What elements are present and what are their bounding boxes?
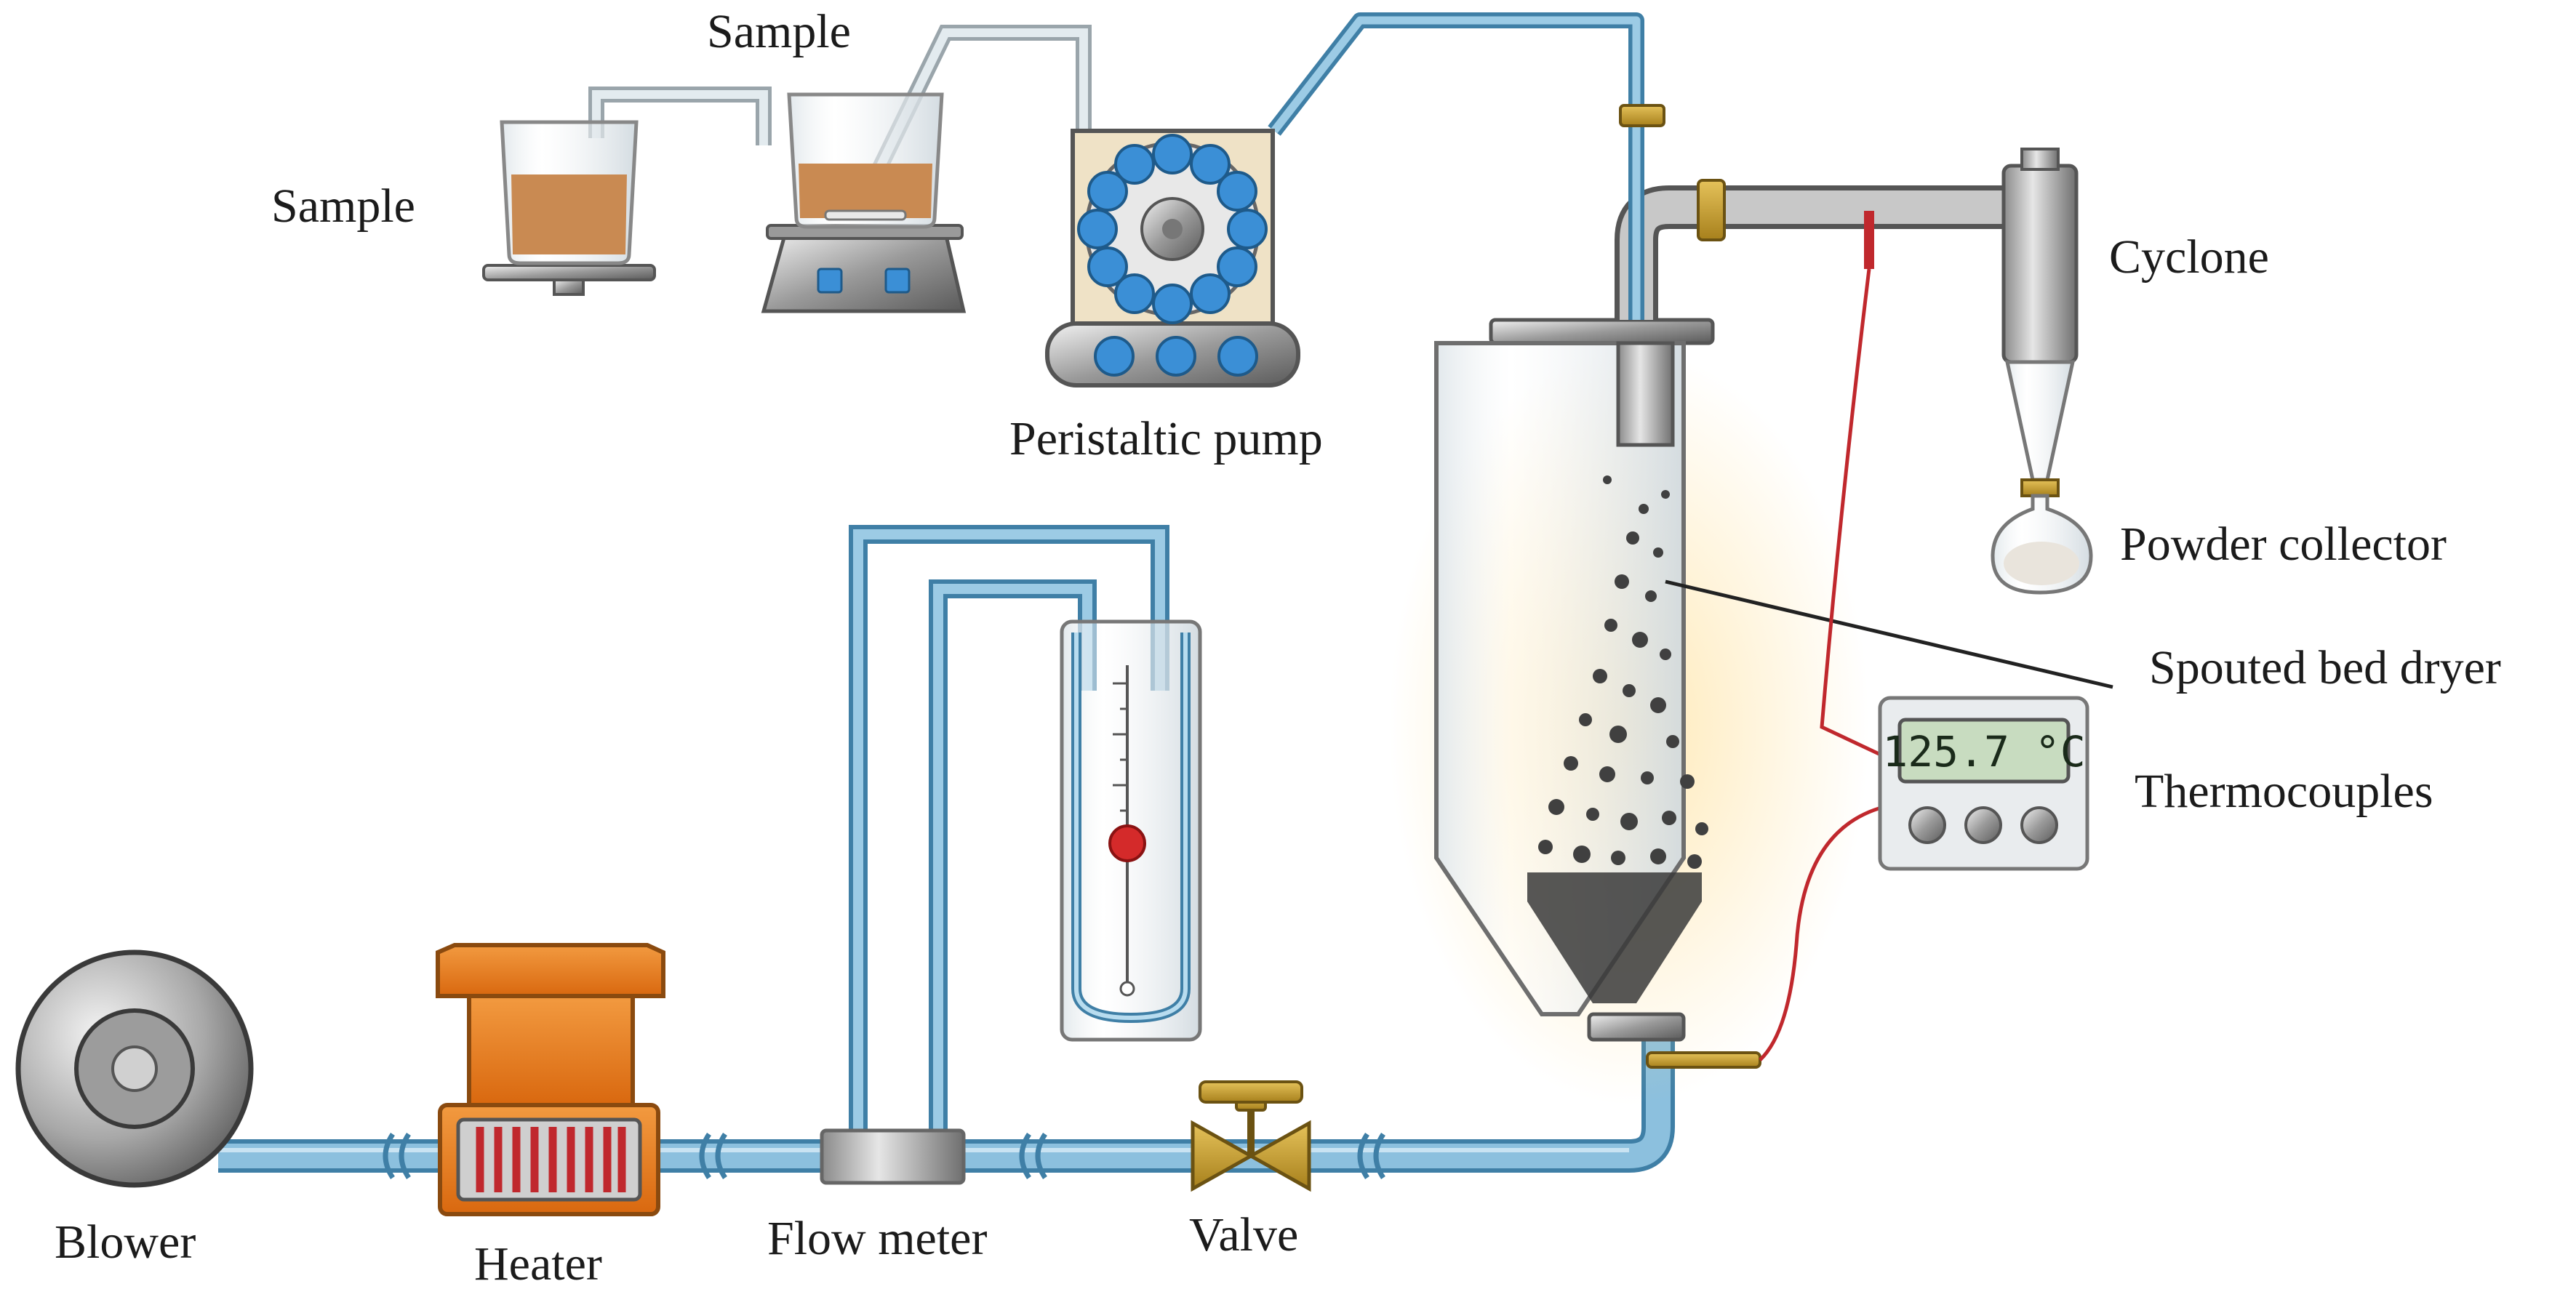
label-blower: Blower (55, 1216, 196, 1269)
blower (15, 949, 254, 1188)
heating-coil (476, 1127, 626, 1192)
label-spouted-bed-dryer: Spouted bed dryer (2149, 641, 2501, 694)
label-powder-collector: Powder collector (2120, 518, 2447, 571)
pump-rollers (1077, 134, 1268, 324)
label-peristaltic-pump: Peristaltic pump (1009, 412, 1323, 465)
spouted-bed-dryer (1434, 318, 2113, 1069)
lcd-screen (1897, 718, 2071, 784)
label-sample-top: Sample (707, 5, 851, 58)
valve (1191, 1080, 1311, 1192)
peristaltic-pump (1045, 129, 1300, 388)
feed-line (1268, 12, 1665, 320)
label-flow-meter: Flow meter (767, 1212, 987, 1265)
label-thermocouples: Thermocouples (2135, 765, 2433, 818)
thermocouples: 125.7 °C (1759, 211, 2089, 1061)
labels: Sample Sample Peristaltic pump Cyclone P… (55, 5, 2501, 1290)
temperature-reading: 125.7 °C (1882, 727, 2085, 776)
label-heater: Heater (474, 1237, 602, 1290)
display-button-1 (1908, 806, 1946, 844)
dryer-leader-line (1665, 579, 2113, 689)
label-valve: Valve (1189, 1208, 1298, 1261)
flow-meter (820, 525, 1202, 1185)
display-button-2 (1964, 806, 2002, 844)
display-button-3 (2020, 806, 2058, 844)
pipe-break-marks (383, 1133, 1385, 1179)
label-sample-left: Sample (271, 180, 415, 233)
sample-beaker-stirrer (761, 92, 967, 313)
sample-beaker-left (482, 120, 656, 296)
label-cyclone: Cyclone (2109, 230, 2269, 284)
heater (436, 943, 665, 1216)
particles (1538, 475, 1708, 869)
